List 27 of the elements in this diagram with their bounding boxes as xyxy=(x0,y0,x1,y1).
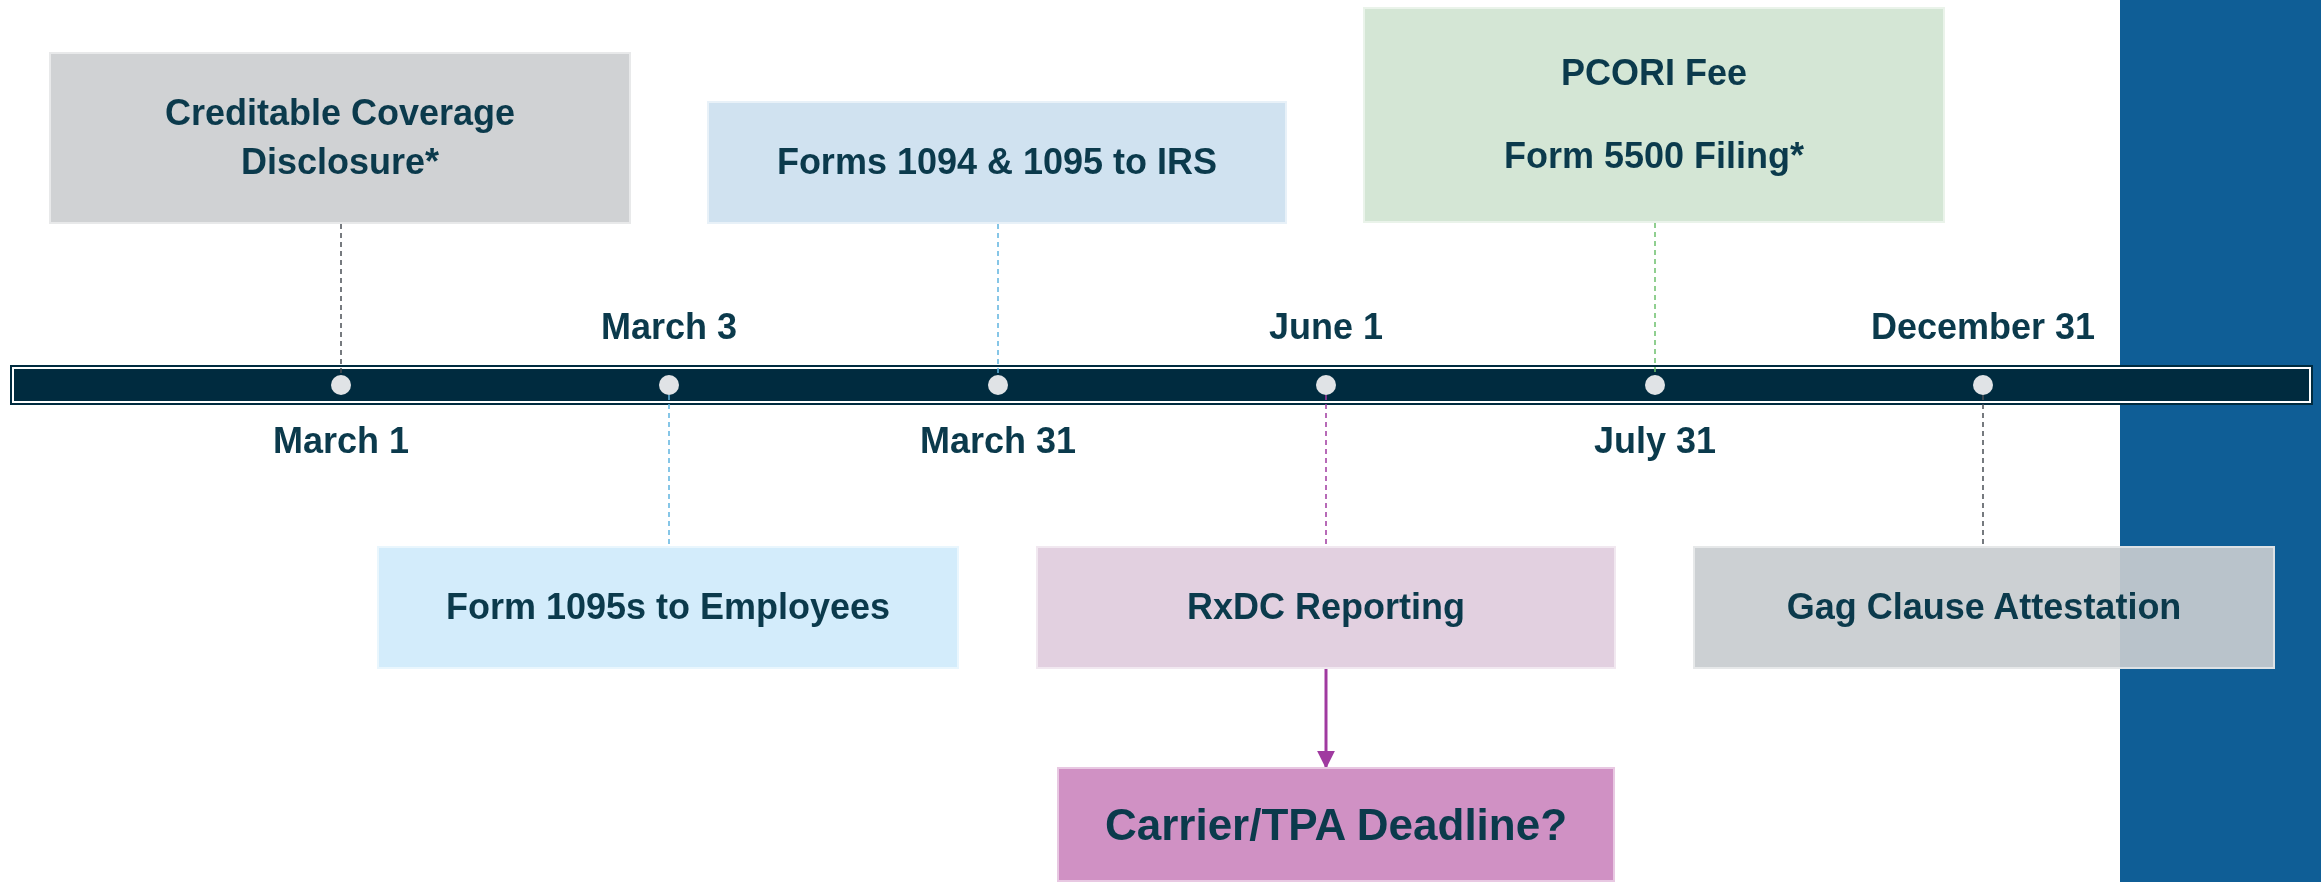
deadline-text: Forms 1094 & 1095 to IRS xyxy=(776,140,1218,185)
date-label: March 31 xyxy=(919,420,1077,462)
deadline-text: Form 1095s to Employees xyxy=(445,585,891,630)
leader-line xyxy=(340,223,342,376)
deadline-box xyxy=(1057,767,1615,882)
date-label: June 1 xyxy=(1269,306,1383,348)
deadline-text: PCORI Fee xyxy=(1560,51,1747,96)
date-label: December 31 xyxy=(1870,306,2096,348)
deadline-box xyxy=(377,546,959,669)
leader-line xyxy=(668,394,670,547)
arrow xyxy=(1317,669,1335,769)
deadline-box xyxy=(1363,7,1945,223)
deadline-box xyxy=(707,101,1287,224)
deadline-text: Form 5500 Filing* xyxy=(1503,134,1805,178)
date-label: March 1 xyxy=(272,420,410,462)
leader-line xyxy=(1325,394,1327,547)
date-label: July 31 xyxy=(1593,420,1717,462)
deadline-box xyxy=(1693,546,2275,669)
deadline-box xyxy=(49,52,631,224)
deadline-text: Creditable Coverage Disclosure* xyxy=(163,91,517,184)
leader-line xyxy=(997,223,999,376)
deadline-box xyxy=(1036,546,1616,669)
deadline-text: RxDC Reporting xyxy=(1187,585,1465,630)
deadline-text: Carrier/TPA Deadline? xyxy=(1104,798,1568,851)
date-label: March 3 xyxy=(600,306,738,348)
leader-line xyxy=(1982,394,1984,547)
deadline-text: Gag Clause Attestation xyxy=(1786,585,2182,630)
